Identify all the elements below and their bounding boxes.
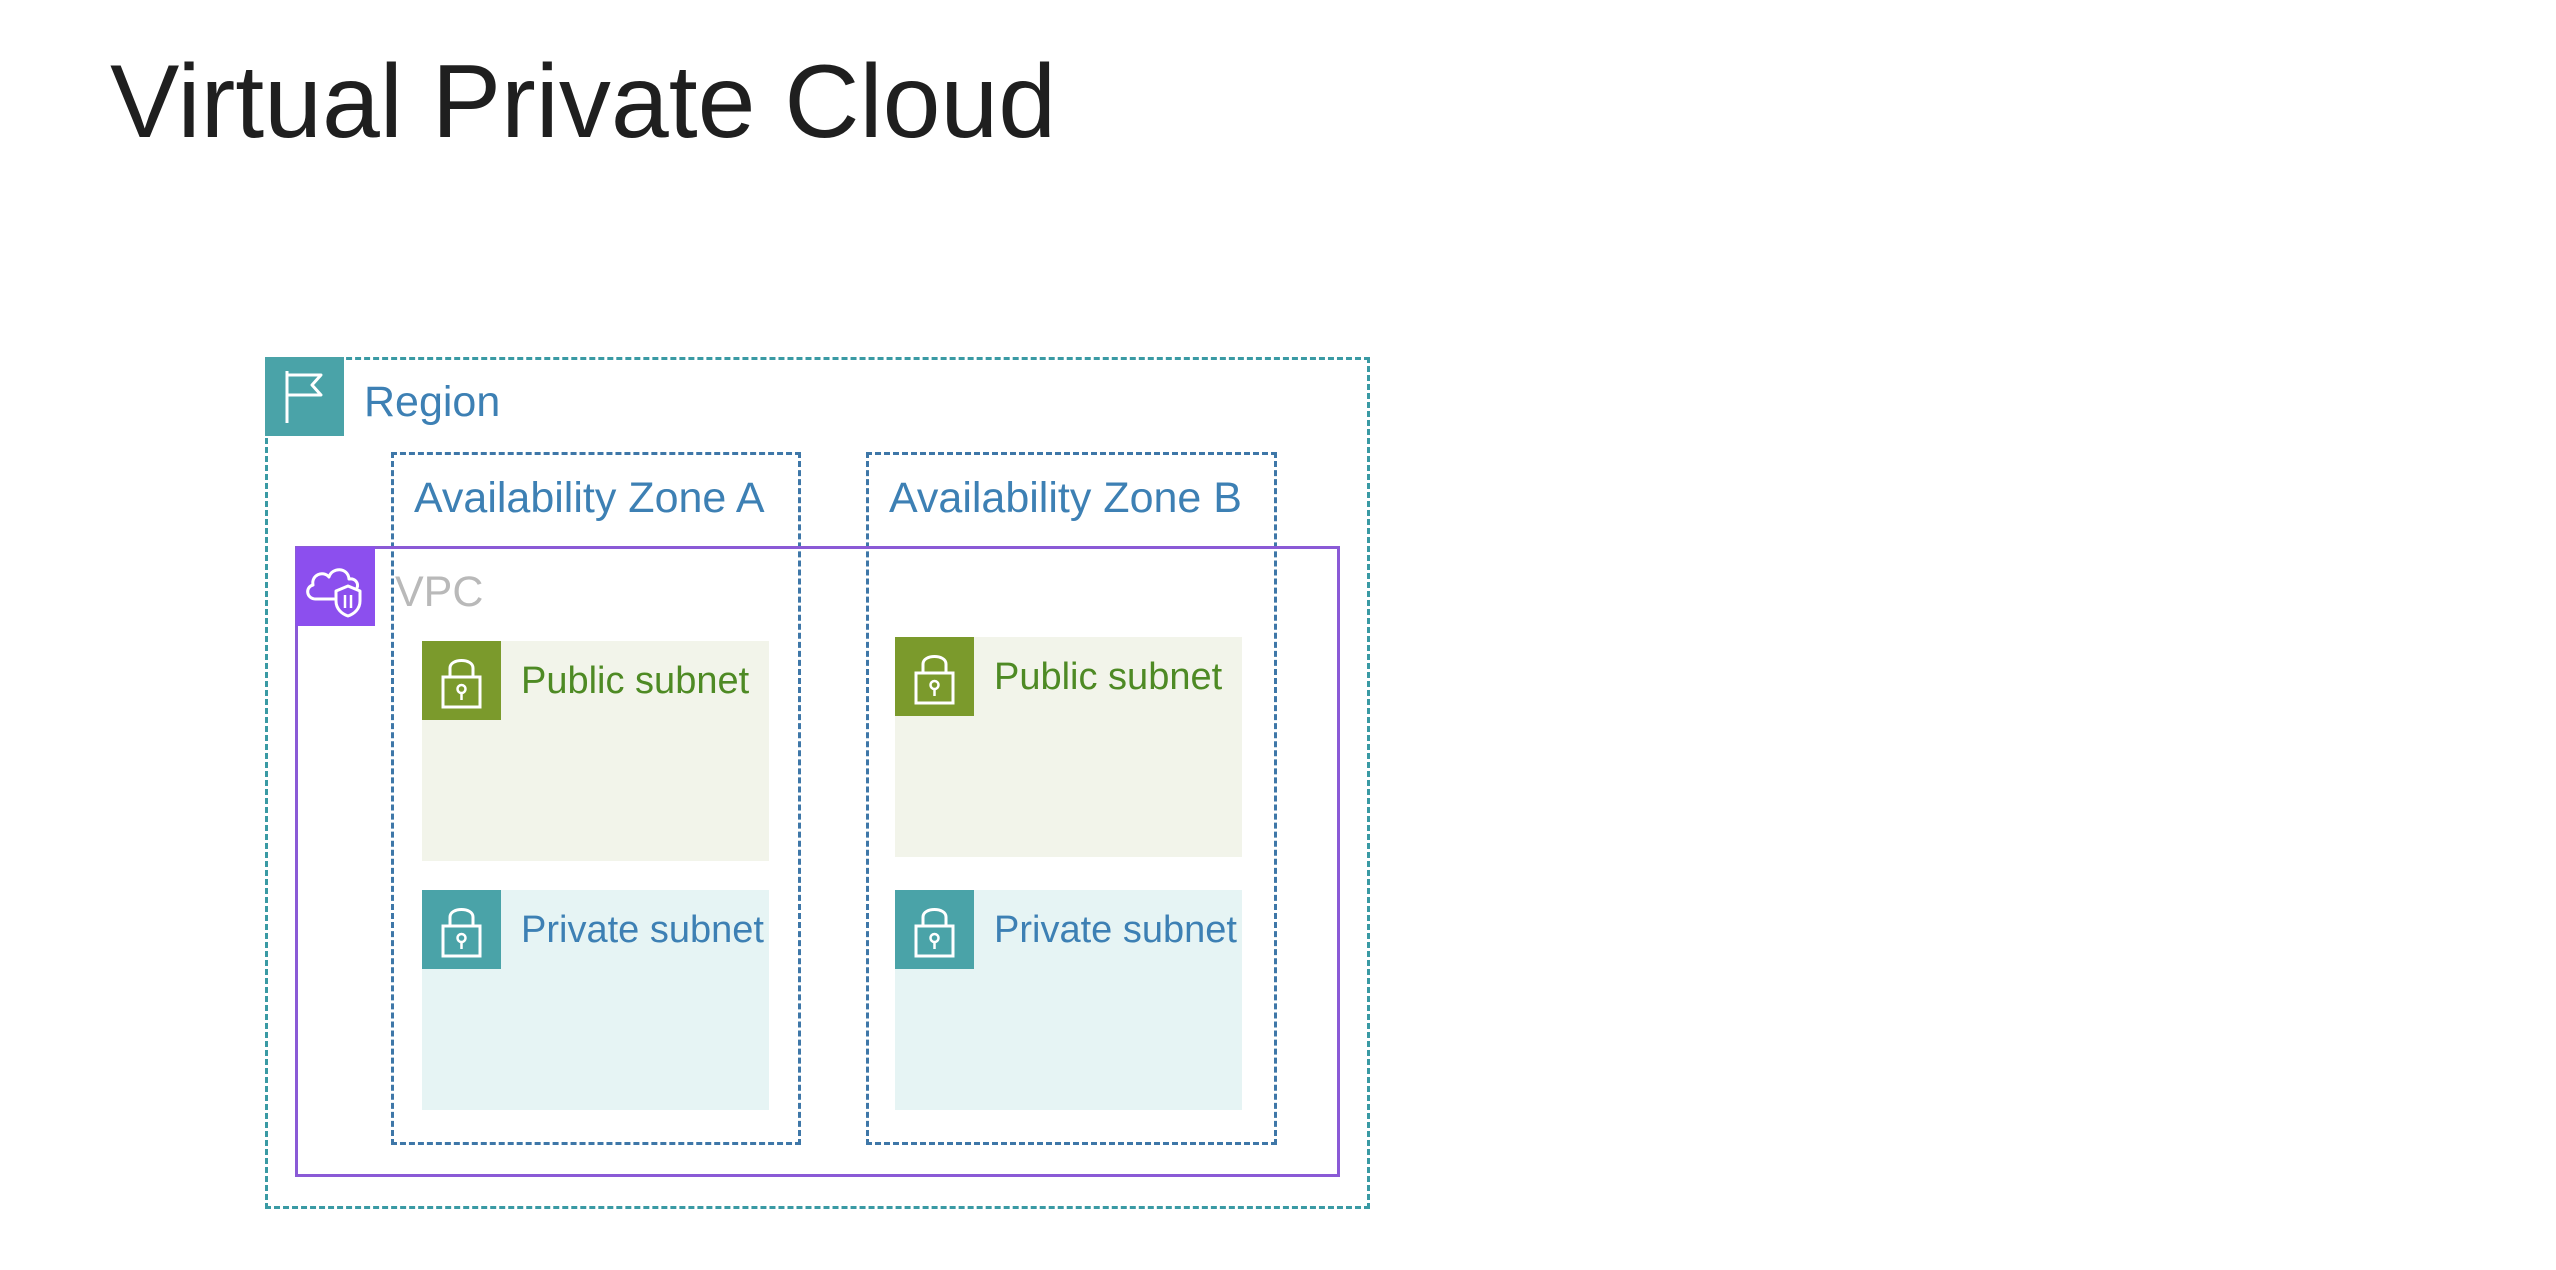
region-label: Region (364, 378, 501, 426)
public-subnet-zone-a: Public subnet (422, 641, 769, 861)
availability-zone-a-label: Availability Zone A (414, 474, 765, 522)
public-subnet-zone-b: Public subnet (895, 637, 1242, 857)
private-subnet-zone-b: Private subnet (895, 890, 1242, 1110)
subnet-label: Public subnet (521, 660, 750, 702)
lock-icon (895, 637, 974, 716)
lock-icon (422, 641, 501, 720)
flag-icon (265, 357, 344, 436)
private-subnet-zone-a: Private subnet (422, 890, 769, 1110)
lock-icon (895, 890, 974, 969)
page-title: Virtual Private Cloud (110, 44, 1057, 160)
availability-zone-b (866, 452, 1277, 1145)
subnet-label: Public subnet (994, 656, 1223, 698)
region-container (265, 357, 1370, 1209)
subnet-label: Private subnet (521, 909, 764, 951)
subnet-label: Private subnet (994, 909, 1237, 951)
cloud-shield-icon (296, 547, 375, 626)
availability-zone-a (391, 452, 801, 1145)
availability-zone-b-label: Availability Zone B (889, 474, 1242, 522)
vpc-label: VPC (395, 568, 484, 616)
vpc-container (295, 546, 1340, 1177)
lock-icon (422, 890, 501, 969)
